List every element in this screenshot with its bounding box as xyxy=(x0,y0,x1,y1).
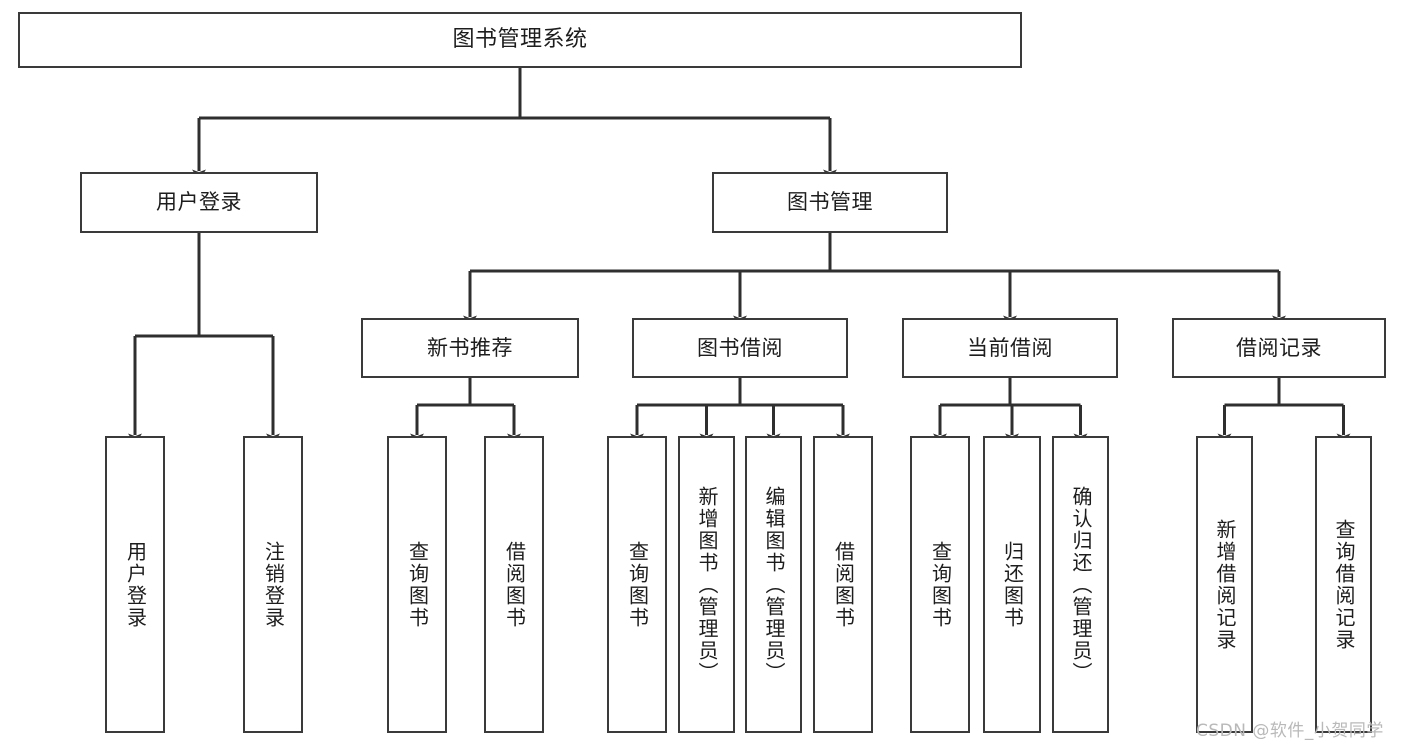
node-label: 查询图书 xyxy=(928,540,953,629)
node-leaf-record-query[interactable]: 查询借阅记录 xyxy=(1315,436,1372,733)
node-leaf-current-query-book[interactable]: 查询图书 xyxy=(910,436,970,733)
csdn-watermark: CSDN @软件_小贺同学 xyxy=(1196,721,1384,741)
node-leaf-rec-query-book[interactable]: 查询图书 xyxy=(387,436,447,733)
node-label: 当前借阅 xyxy=(967,335,1053,360)
node-label: 用户登录 xyxy=(123,540,148,629)
node-label: 用户登录 xyxy=(156,190,242,215)
node-leaf-record-add[interactable]: 新增借阅记录 xyxy=(1196,436,1253,733)
node-label: 确认归还（管理员） xyxy=(1069,485,1093,684)
node-label: 查询图书 xyxy=(625,540,650,629)
node-user-login[interactable]: 用户登录 xyxy=(80,172,318,233)
node-new-book-rec[interactable]: 新书推荐 xyxy=(361,318,579,378)
node-label: 查询图书 xyxy=(405,540,430,629)
node-label: 借阅图书 xyxy=(831,540,856,629)
node-label: 查询借阅记录 xyxy=(1332,518,1356,651)
node-leaf-user-logout[interactable]: 注销登录 xyxy=(243,436,303,733)
node-leaf-current-confirm-return[interactable]: 确认归还（管理员） xyxy=(1052,436,1109,733)
node-label: 图书借阅 xyxy=(697,335,783,360)
node-leaf-borrow-edit-book[interactable]: 编辑图书（管理员） xyxy=(745,436,802,733)
node-label: 归还图书 xyxy=(1000,540,1025,629)
node-current-borrow[interactable]: 当前借阅 xyxy=(902,318,1118,378)
node-label: 图书管理系统 xyxy=(452,26,588,52)
node-leaf-borrow-borrow-book[interactable]: 借阅图书 xyxy=(813,436,873,733)
node-leaf-user-login[interactable]: 用户登录 xyxy=(105,436,165,733)
node-label: 注销登录 xyxy=(261,540,286,629)
node-label: 借阅记录 xyxy=(1236,335,1322,360)
node-leaf-borrow-add-book[interactable]: 新增图书（管理员） xyxy=(678,436,735,733)
node-label: 图书管理 xyxy=(787,190,873,215)
node-label: 新增借阅记录 xyxy=(1213,518,1237,651)
node-label: 编辑图书（管理员） xyxy=(762,485,786,684)
node-borrow-record[interactable]: 借阅记录 xyxy=(1172,318,1386,378)
node-leaf-rec-borrow-book[interactable]: 借阅图书 xyxy=(484,436,544,733)
node-root[interactable]: 图书管理系统 xyxy=(18,12,1022,68)
node-label: 新增图书（管理员） xyxy=(695,485,719,684)
node-book-borrow[interactable]: 图书借阅 xyxy=(632,318,848,378)
node-leaf-borrow-query-book[interactable]: 查询图书 xyxy=(607,436,667,733)
node-book-manage[interactable]: 图书管理 xyxy=(712,172,948,233)
node-label: 新书推荐 xyxy=(427,335,513,360)
node-leaf-current-return-book[interactable]: 归还图书 xyxy=(983,436,1041,733)
node-label: 借阅图书 xyxy=(502,540,527,629)
